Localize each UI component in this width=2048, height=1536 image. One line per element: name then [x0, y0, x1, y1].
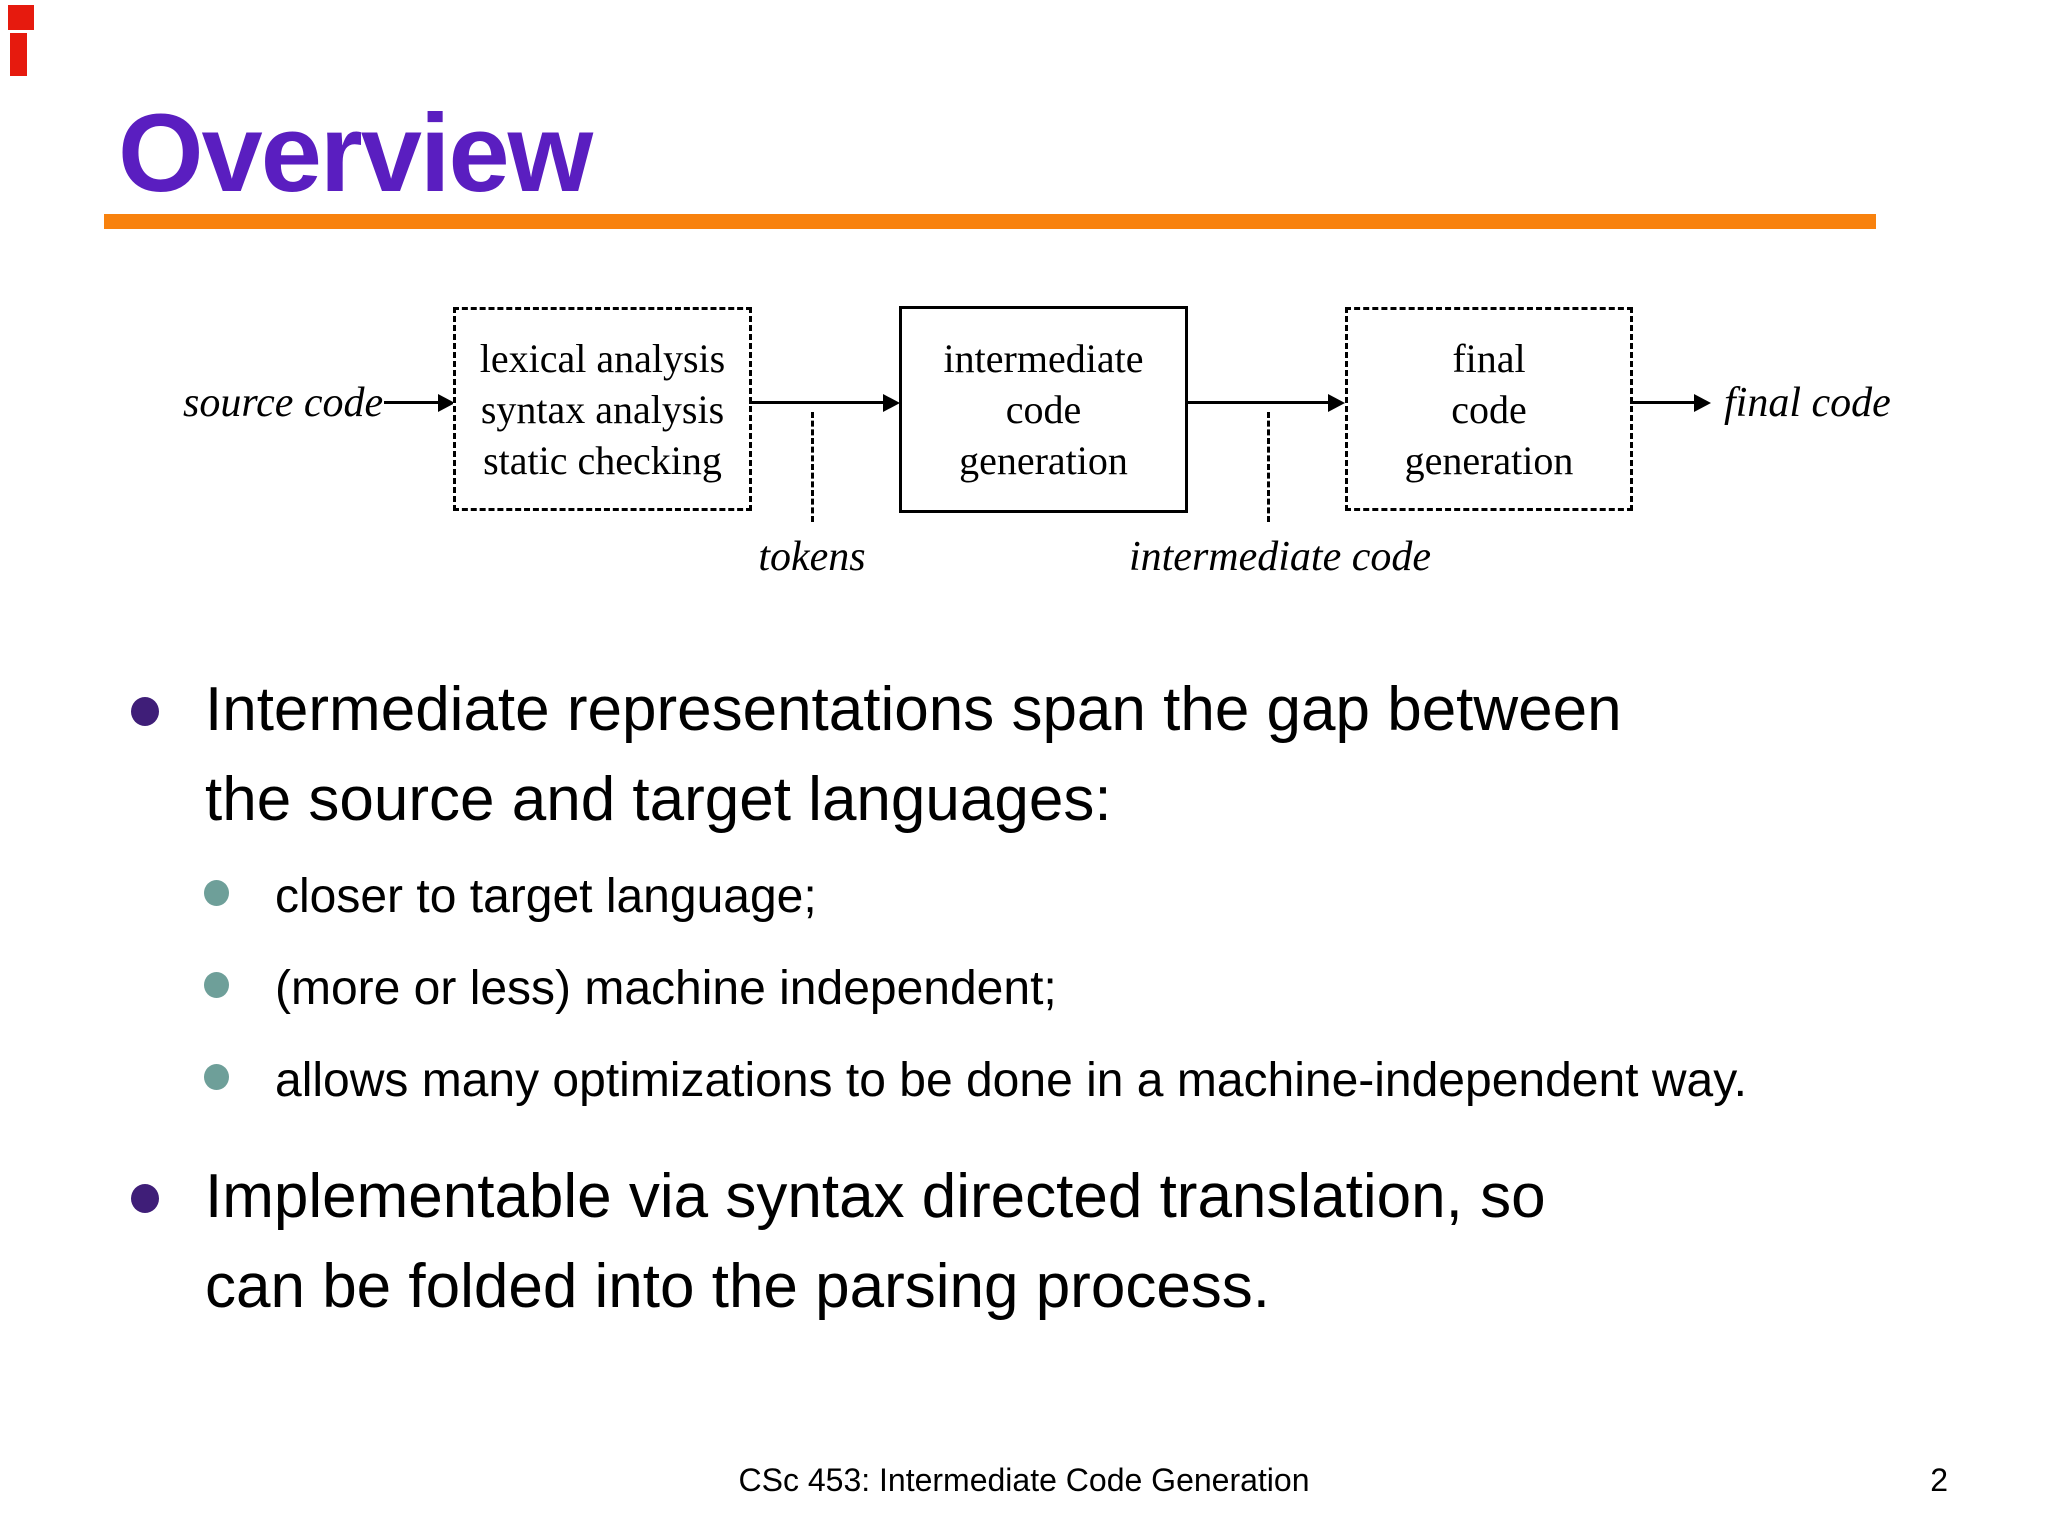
- diagram-box-line: final: [1452, 335, 1526, 381]
- diagram-box-line: lexical analysis: [479, 335, 726, 381]
- page-number: 2: [1930, 1462, 1948, 1498]
- arrow-head-icon: [883, 394, 900, 412]
- bullet-line: can be folded into the parsing process.: [205, 1252, 1271, 1321]
- diagram-box-frontend: lexical analysis syntax analysis static …: [453, 307, 752, 511]
- bullet-item: (more or less) machine independent;: [128, 960, 1968, 1018]
- diagram-box-line: static checking: [483, 437, 722, 483]
- bullet-line: closer to target language;: [275, 870, 817, 923]
- bullet-line: allows many optimizations to be done in …: [275, 1054, 1747, 1107]
- bullet-dot-icon: [204, 880, 229, 906]
- page-title: Overview: [118, 92, 593, 215]
- footer-text: CSc 453: Intermediate Code Generation: [738, 1462, 1310, 1498]
- bullet-line: Implementable via syntax directed transl…: [205, 1162, 1546, 1231]
- arrow-head-icon: [1328, 394, 1345, 412]
- diagram-box-line: intermediate: [943, 336, 1144, 381]
- arrow-line: [1185, 401, 1330, 404]
- bullet-line: the source and target languages:: [205, 765, 1112, 834]
- red-corner-mark: [10, 33, 27, 76]
- arrow-head-icon: [1694, 394, 1711, 412]
- diagram-label-intermediate-code: intermediate code: [1128, 534, 1432, 580]
- diagram-box-final-codegen: final code generation: [1345, 307, 1633, 511]
- diagram-label-source-code: source code: [183, 380, 384, 426]
- red-corner-mark: [8, 5, 34, 30]
- diagram-box-intermediate-codegen: intermediate code generation: [899, 306, 1188, 513]
- arrow-line: [749, 401, 885, 404]
- compiler-pipeline-diagram: source code lexical analysis syntax anal…: [0, 0, 2048, 620]
- tokens-dashed-line: [811, 412, 814, 522]
- arrow-line: [1630, 401, 1696, 404]
- bullet-line: (more or less) machine independent;: [275, 962, 1057, 1015]
- diagram-box-line: code: [1451, 386, 1527, 432]
- bullet-line: Intermediate representations span the ga…: [205, 675, 1622, 744]
- bullet-dot-icon: [204, 1064, 229, 1090]
- diagram-box-line: generation: [959, 438, 1128, 483]
- bullet-dot-icon: [131, 697, 159, 726]
- arrow-head-icon: [438, 394, 455, 412]
- bullet-item: closer to target language;: [128, 868, 1968, 926]
- diagram-box-line: syntax analysis: [480, 386, 725, 432]
- diagram-box-line: generation: [1404, 437, 1574, 483]
- diagram-label-final-code: final code: [1724, 380, 1891, 426]
- title-underline-rule: [104, 214, 1876, 229]
- diagram-label-tokens: tokens: [758, 534, 866, 580]
- bullet-item: Intermediate representations span the ga…: [128, 665, 1968, 845]
- bullet-item: allows many optimizations to be done in …: [128, 1052, 1968, 1110]
- intermediate-code-dashed-line: [1267, 412, 1270, 522]
- bullet-dot-icon: [204, 972, 229, 998]
- bullet-item: Implementable via syntax directed transl…: [128, 1152, 1968, 1332]
- diagram-box-line: code: [1005, 387, 1082, 432]
- bullet-dot-icon: [131, 1184, 159, 1213]
- arrow-line: [384, 401, 440, 404]
